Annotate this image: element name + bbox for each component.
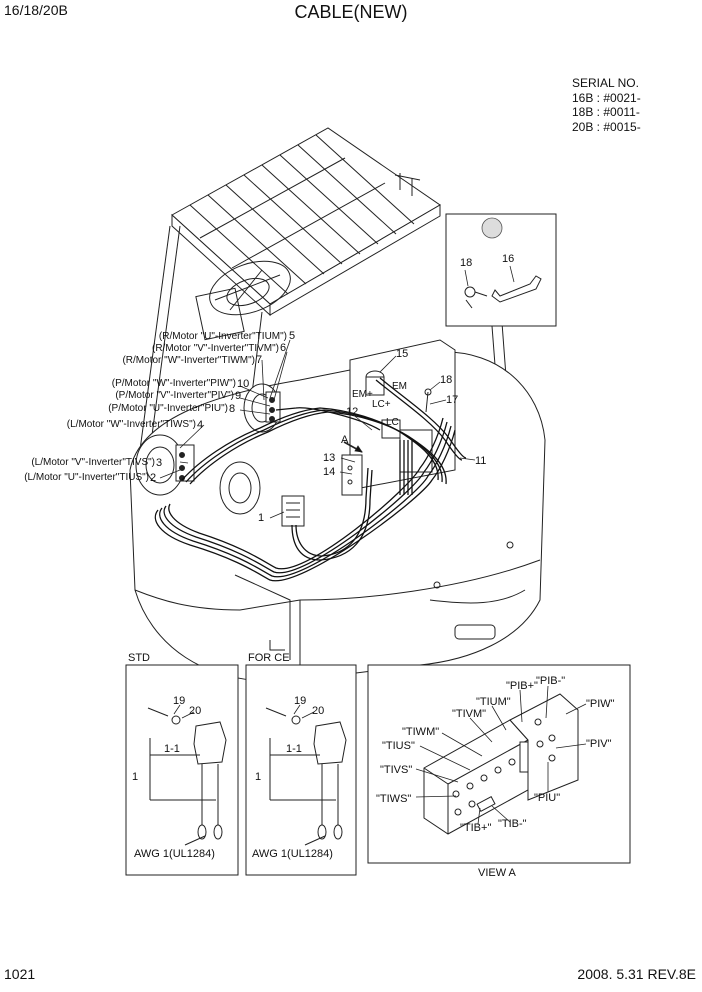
chassis (129, 351, 546, 682)
callout-13: 13 (323, 452, 335, 464)
label-tiwm-cable: (R/Motor "W"-Inverter"TIWM") (122, 355, 255, 366)
view-a-tius: "TIUS" (382, 740, 415, 752)
label-tium-cable: (R/Motor "U"-Inverter"TIUM") (159, 331, 287, 342)
std-caption: STD (128, 652, 150, 664)
terminal-lc-plus: LC+ (372, 399, 391, 410)
revision-date: 2008. 5.31 REV.8E (577, 966, 696, 982)
view-a-tiws: "TIWS" (376, 793, 411, 805)
callout-18: 18 (440, 374, 452, 386)
std-callout-1-1: 1-1 (164, 743, 180, 755)
label-tivs-cable: (L/Motor "V"-Inverter"TIVS") (31, 457, 155, 468)
battery-connector (281, 495, 305, 527)
view-a-caption: VIEW A (478, 867, 517, 879)
serial-line-18b: 18B : #0011- (572, 105, 640, 119)
view-a-box (367, 664, 631, 864)
callout-12: 12 (346, 406, 358, 418)
label-tivm-cable: (R/Motor "V"-Inverter"TIVM") (152, 343, 279, 354)
forklift-drawing (129, 127, 546, 682)
right-drive-motor (219, 461, 261, 515)
view-a-tivm: "TIVM" (452, 708, 486, 720)
label-piv-cable: (P/Motor "V"-Inverter"PIV") (115, 390, 234, 401)
leader-lines (159, 265, 587, 825)
std-callout-1: 1 (132, 771, 138, 783)
steering-wheel (195, 260, 291, 341)
serial-line-20b: 20B : #0015- (572, 119, 641, 134)
view-a-tivs: "TIVS" (380, 764, 412, 776)
serial-heading: SERIAL NO. (572, 76, 639, 90)
ce-awg-label: AWG 1(UL1284) (252, 848, 333, 860)
ce-caption: FOR CE (248, 652, 290, 664)
view-a-tium: "TIUM" (476, 696, 511, 708)
bracket-detail-box (445, 213, 557, 327)
ce-callout-1: 1 (255, 771, 261, 783)
terminal-em-plus: EM+ (352, 389, 373, 400)
std-detail-box (125, 664, 239, 876)
label-tiws-cable: (L/Motor "W"-Inverter"TIWS") (67, 419, 196, 430)
overhead-guard (171, 127, 441, 317)
ce-detail-box (245, 664, 357, 876)
callout-9: 9 (235, 390, 241, 402)
std-callout-20: 20 (189, 705, 201, 717)
view-a-tiwm: "TIWM" (402, 726, 439, 738)
callout-8: 8 (229, 403, 235, 415)
ce-callout-19: 19 (294, 695, 306, 707)
model-code: 16/18/20B (4, 2, 68, 18)
std-awg-label: AWG 1(UL1284) (134, 848, 215, 860)
callout-18-detail: 18 (460, 257, 472, 269)
callout-7: 7 (256, 354, 262, 366)
view-a-piv: "PIV" (586, 738, 612, 750)
callout-1: 1 (258, 512, 264, 524)
terminal-em: EM (392, 381, 407, 392)
view-a-piu: "PIU" (534, 792, 560, 804)
callout-14: 14 (323, 466, 335, 478)
callout-3: 3 (156, 457, 162, 469)
view-a-marker: A (341, 434, 349, 446)
cable-bundle (154, 377, 467, 582)
view-a-tib-minus: "TIB-" (498, 818, 527, 830)
terminal-lc: LC (386, 417, 399, 428)
label-piu-cable: (P/Motor "U"-Inverter"PIU") (108, 403, 228, 414)
view-a-piw: "PIW" (586, 698, 615, 710)
label-piw-cable: (P/Motor "W"-Inverter"PIW") (112, 378, 236, 389)
label-tius-cable: (L/Motor "U"-Inverter"TIUS") (24, 472, 149, 483)
callout-5: 5 (289, 330, 295, 342)
callout-16: 16 (502, 253, 514, 265)
callout-2: 2 (150, 472, 156, 484)
page-title: CABLE(NEW) (294, 2, 408, 22)
callout-10: 10 (237, 378, 249, 390)
ce-callout-1-1: 1-1 (286, 743, 302, 755)
serial-line-16b: 16B : #0021- (572, 90, 641, 105)
view-a-tib-plus: "TIB+" (460, 822, 491, 834)
callout-4: 4 (197, 419, 203, 431)
serial-number-block: SERIAL NO. 16B : #0021- 18B : #0011- 20B… (572, 76, 641, 134)
page-number: 1021 (4, 966, 36, 982)
ce-callout-20: 20 (312, 705, 324, 717)
std-callout-19: 19 (173, 695, 185, 707)
callout-11: 11 (475, 455, 486, 467)
callout-17: 17 (446, 394, 458, 406)
callout-6: 6 (280, 342, 286, 354)
view-a-pib-plus: "PIB+" (506, 680, 538, 692)
callout-15: 15 (396, 348, 408, 360)
view-a-pib-minus: "PIB-" (536, 675, 565, 687)
